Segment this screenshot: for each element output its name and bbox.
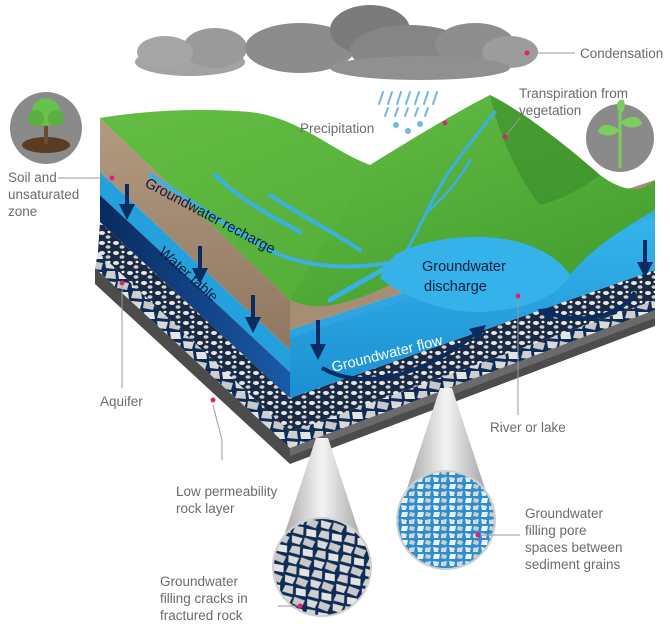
low-permeability-label-2: rock layer bbox=[176, 501, 235, 516]
cloud-icon bbox=[135, 5, 538, 80]
soil-label: Soil and bbox=[8, 170, 57, 185]
pore-label-3: spaces between bbox=[525, 540, 623, 555]
soil-label-3: zone bbox=[8, 204, 37, 219]
river-lake-label: River or lake bbox=[490, 420, 566, 435]
rain-icon bbox=[378, 91, 438, 134]
transpiration-label: Transpiration from bbox=[519, 86, 628, 101]
soil-tree-icon bbox=[10, 92, 82, 164]
aquifer bbox=[98, 222, 290, 432]
fractured-rock-detail bbox=[274, 519, 370, 615]
precipitation-label: Precipitation bbox=[300, 121, 374, 136]
low-permeability-label: Low permeability bbox=[176, 484, 278, 499]
label-dots bbox=[109, 50, 530, 609]
transpiration-label-2: vegetation bbox=[519, 103, 581, 118]
soil-label-2: unsaturated bbox=[8, 187, 79, 202]
river-or-lake bbox=[380, 236, 570, 312]
river-streams bbox=[148, 110, 497, 303]
vegetation-sprout-icon bbox=[586, 99, 654, 172]
recharge-arrow-icon bbox=[119, 184, 653, 360]
sediment-pores-detail bbox=[398, 472, 494, 568]
leader-lines bbox=[58, 52, 575, 607]
pore-label-2: filling pore bbox=[525, 523, 587, 538]
pore-label-4: sediment grains bbox=[525, 557, 621, 572]
low-permeability-rock-layer bbox=[95, 252, 290, 448]
groundwater-flow-arrows bbox=[320, 290, 637, 381]
aquifer-label: Aquifer bbox=[100, 394, 143, 409]
cracks-label-2: filling cracks in bbox=[160, 591, 248, 606]
groundwater-discharge-label: Groundwater bbox=[422, 259, 506, 275]
cracks-label-3: fractured rock bbox=[160, 608, 243, 623]
cracks-label: Groundwater bbox=[160, 574, 239, 589]
soil-unsaturated-zone bbox=[100, 118, 290, 350]
condensation-label: Condensation bbox=[580, 46, 663, 61]
pore-label: Groundwater bbox=[525, 506, 604, 521]
rock-base bbox=[95, 268, 655, 464]
groundwater-discharge-label-2: discharge bbox=[424, 279, 487, 295]
